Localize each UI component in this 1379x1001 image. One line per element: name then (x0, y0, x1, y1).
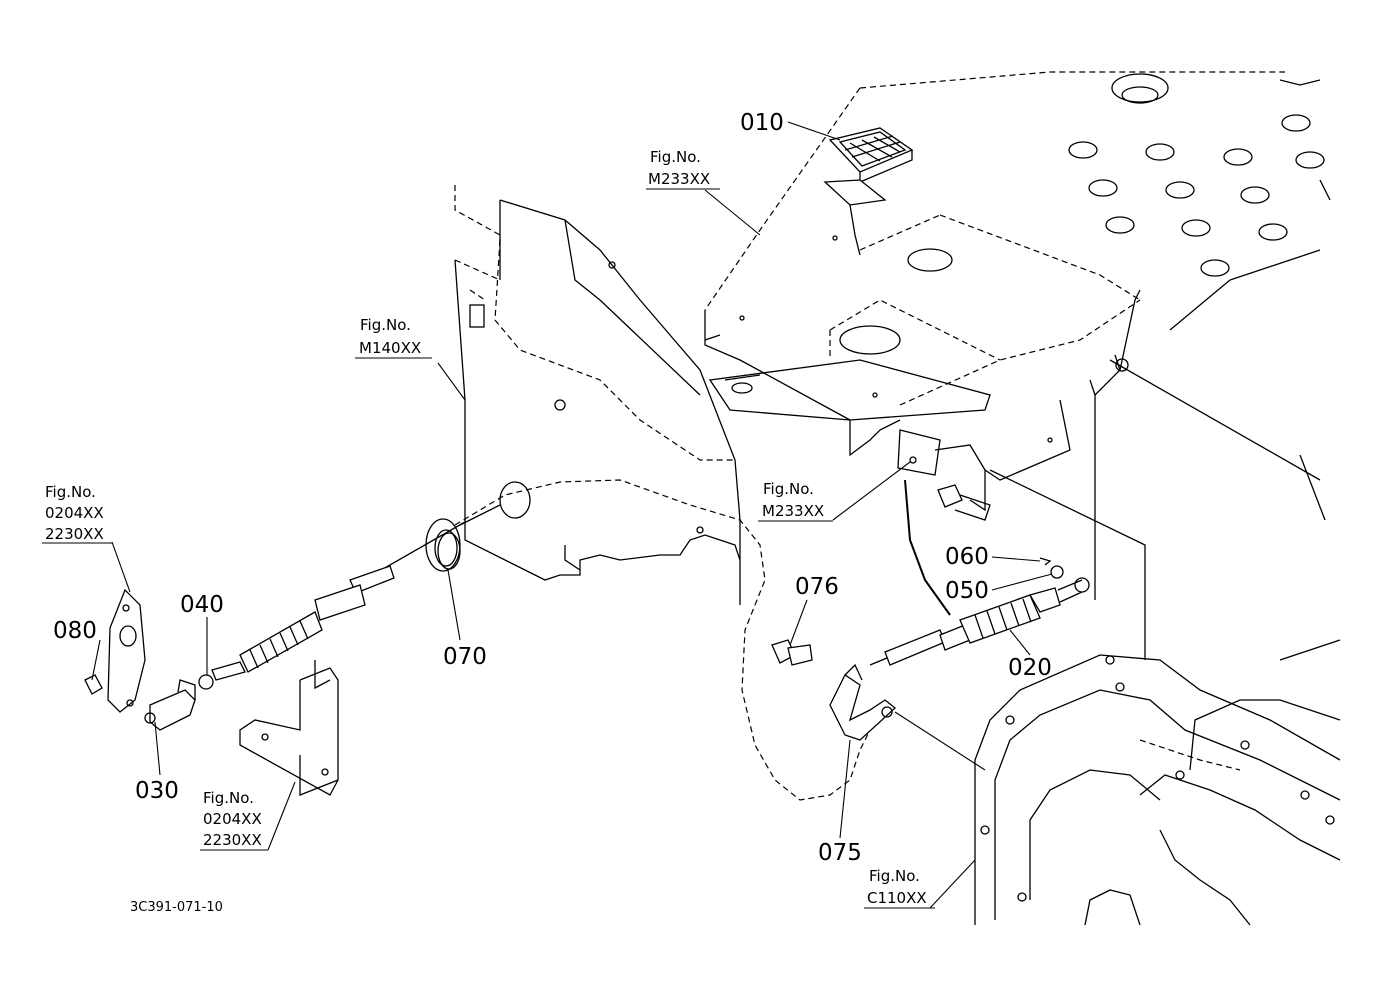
fig-ref-m140: Fig.No. M140XX (355, 316, 432, 359)
fig-ref-code-1: 0204XX (45, 504, 104, 522)
fig-ref-code: M233XX (762, 502, 824, 520)
cable-020-drawing (869, 557, 1090, 666)
part-label-060: 060 (945, 544, 989, 570)
part-label-076: 076 (795, 574, 839, 600)
fig-ref-c110: Fig.No. C110XX (864, 867, 935, 909)
part-label-040: 040 (180, 592, 224, 618)
bracket-075-bolt-076 (771, 639, 896, 741)
fig-ref-code-2: 2230XX (45, 525, 104, 543)
fig-ref-label: Fig.No. (650, 148, 701, 166)
fig-ref-m233-mid: Fig.No. M233XX (758, 480, 833, 522)
part-label-080: 080 (53, 618, 97, 644)
leader-lines (91, 121, 1053, 909)
floor-plate-assembly (704, 71, 1331, 521)
cable-routing (454, 479, 951, 801)
mounting-bracket-lower (239, 660, 339, 796)
fig-ref-label: Fig.No. (763, 480, 814, 498)
lever-assembly (84, 588, 196, 731)
part-label-030: 030 (135, 778, 179, 804)
fig-ref-label: Fig.No. (869, 867, 920, 885)
fig-ref-label: Fig.No. (203, 789, 254, 807)
pedal-bracket (708, 289, 1146, 660)
fig-ref-left: Fig.No. 0204XX 2230XX (42, 483, 112, 544)
part-label-020: 020 (1008, 655, 1052, 681)
fig-ref-code-2: 2230XX (203, 831, 262, 849)
fig-ref-m233-top: Fig.No. M233XX (646, 148, 720, 190)
part-label-010: 010 (740, 110, 784, 136)
cable-left-end (198, 521, 466, 690)
part-label-070: 070 (443, 644, 487, 670)
fig-ref-code: M140XX (359, 339, 421, 357)
drawing-id: 3C391-071-10 (130, 900, 223, 915)
fig-ref-code: M233XX (648, 170, 710, 188)
fender-panel (454, 185, 741, 605)
seal-070 (425, 481, 531, 572)
pedal-010-drawing (823, 127, 914, 256)
transmission-case (974, 639, 1341, 926)
fig-ref-bottom: Fig.No. 0204XX 2230XX (200, 789, 268, 851)
fig-ref-label: Fig.No. (360, 316, 411, 334)
fig-ref-label: Fig.No. (45, 483, 96, 501)
part-label-075: 075 (818, 840, 862, 866)
fig-ref-code-1: 0204XX (203, 810, 262, 828)
part-label-050: 050 (945, 578, 989, 604)
fig-ref-code: C110XX (867, 889, 927, 907)
